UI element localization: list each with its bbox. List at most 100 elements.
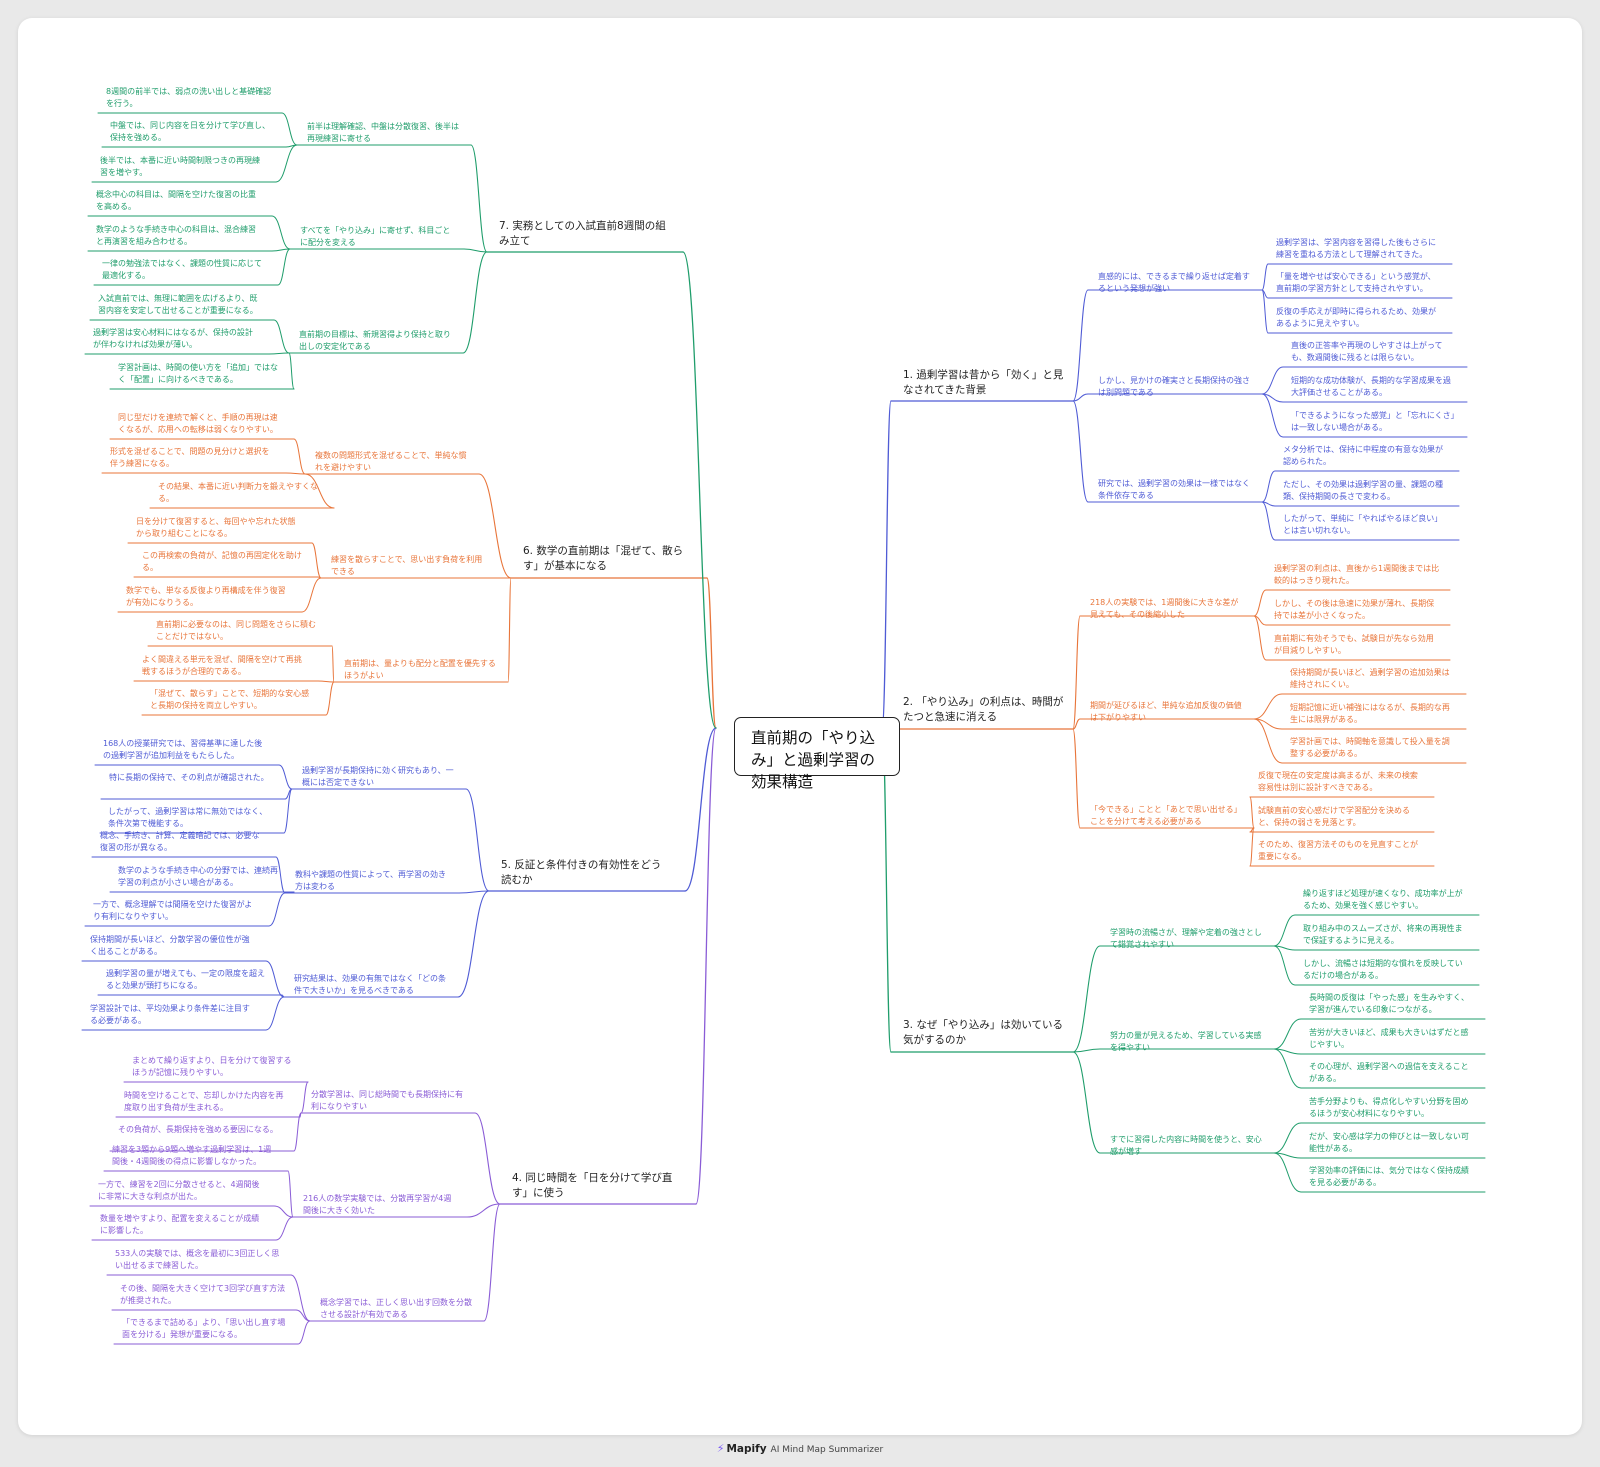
leaf-7-3-3[interactable]: 学習計画は、時間の使い方を「追加」ではなく「配置」に向けるべきである。 — [118, 363, 278, 384]
leaf-2-1-2[interactable]: しかし、その後は急速に効果が薄れ、長期保持では差が小さくなった。 — [1274, 599, 1435, 620]
connector-line — [300, 1081, 309, 1114]
leaf-3-1-3[interactable]: しかし、流暢さは短期的な慣れを反映しているだけの場合がある。 — [1303, 959, 1463, 980]
leaf-5-2-1[interactable]: 概念、手続き、計算、定義暗記では、必要な復習の形が異なる。 — [100, 831, 260, 852]
connector-line — [474, 1112, 501, 1205]
main-topic-7[interactable]: 7. 実務としての入試直前8週間の組み立て — [499, 220, 666, 248]
leaf-3-2-2[interactable]: 苦労が大きいほど、成果も大きいはずだと感じやすい。 — [1309, 1028, 1469, 1049]
leaf-2-3-3[interactable]: そのため、復習方法そのものを見直すことが重要になる。 — [1258, 840, 1418, 861]
leaf-5-1-1[interactable]: 168人の授業研究では、習得基準に達した後の過剰学習が追加利益をもたらした。 — [103, 739, 263, 760]
leaf-4-1-3[interactable]: その負荷が、長期保持を強める要因になる。 — [118, 1125, 278, 1134]
leaf-7-1-3[interactable]: 後半では、本番に近い時間制限つきの再現練習を増やす。 — [100, 156, 260, 177]
leaf-6-3-3[interactable]: 「混ぜて、散らす」ことで、短期的な安心感と長期の保持を両立しやすい。 — [150, 689, 310, 710]
main-topic-6[interactable]: 6. 数学の直前期は「混ぜて、散らす」が基本になる — [523, 545, 684, 573]
leaf-2-3-1[interactable]: 反復で現在の安定度は高まるが、未来の検索容易性は別に設計すべきである。 — [1258, 771, 1418, 792]
connector-line — [682, 251, 717, 729]
subtopic-3-2[interactable]: 努力の量が見えるため、学習している実感を得やすい — [1110, 1031, 1262, 1052]
leaf-7-1-2[interactable]: 中盤では、同じ内容を日を分けて学び直し、保持を強める。 — [110, 121, 270, 142]
subtopic-3-3[interactable]: すでに習得した内容に時間を使うと、安心感が増す — [1110, 1135, 1262, 1156]
leaf-3-3-1[interactable]: 苦手分野よりも、得点化しやすい分野を固めるほうが安心材料になりやすい。 — [1309, 1097, 1469, 1118]
leaf-2-2-3[interactable]: 学習計画では、時間軸を意識して投入量を調整する必要がある。 — [1290, 737, 1450, 758]
leaf-1-1-1[interactable]: 過剰学習は、学習内容を習得した後もさらに練習を重ねる方法として理解されてきた。 — [1276, 238, 1436, 259]
connector-line — [293, 1112, 302, 1152]
leaf-3-3-3[interactable]: 学習効率の評価には、気分ではなく保持成績を見る必要がある。 — [1309, 1166, 1469, 1187]
leaf-7-2-3[interactable]: 一律の勉強法ではなく、課題の性質に応じて最適化する。 — [102, 259, 262, 280]
subtopic-5-2[interactable]: 教科や課題の性質によって、再学習の効き方は変わる — [295, 870, 446, 891]
leaf-4-2-3[interactable]: 数量を増やすより、配置を変えることが成績に影響した。 — [100, 1214, 260, 1235]
subtopic-3-1[interactable]: 学習時の流暢さが、理解や定着の強さとして錯覚されやすい — [1110, 928, 1262, 949]
leaf-1-3-1[interactable]: メタ分析では、保持に中程度の有意な効果が認められた。 — [1283, 445, 1443, 466]
leaf-6-3-1[interactable]: 直前期に必要なのは、同じ問題をさらに積むことだけではない。 — [156, 620, 316, 641]
subtopic-7-3[interactable]: 直前期の目標は、新規習得より保持と取り出しの安定化である — [299, 330, 451, 351]
leaf-5-2-2[interactable]: 数学のような手続き中心の分野では、連続再学習の利点が小さい場合がある。 — [118, 866, 278, 887]
leaf-4-2-2[interactable]: 一方で、練習を2回に分散させると、4週間後に非常に大きな利点が出た。 — [98, 1180, 260, 1201]
leaf-7-3-1[interactable]: 入試直前では、無理に範囲を広げるより、既習内容を安定して出せることが重要になる。 — [98, 294, 258, 315]
leaf-7-2-1[interactable]: 概念中心の科目は、間隔を空けた復習の比重を高める。 — [96, 190, 256, 211]
leaf-7-3-2[interactable]: 過剰学習は安心材料にはなるが、保持の設計が伴わなければ効果が薄い。 — [93, 328, 253, 349]
leaf-7-2-2[interactable]: 数学のような手続き中心の科目は、混合練習と再演習を組み合わせる。 — [96, 225, 256, 246]
subtopic-4-3[interactable]: 概念学習では、正しく思い出す回数を分散させる設計が有効である — [320, 1298, 472, 1319]
subtopic-6-3[interactable]: 直前期は、量よりも配分と配置を優先するほうがよい — [344, 659, 496, 680]
leaf-2-2-1[interactable]: 保持期間が長いほど、過剰学習の追加効果は維持されにくい。 — [1290, 668, 1450, 689]
leaf-5-2-3[interactable]: 一方で、概念理解では間隔を空けた復習がより有利になりやすい。 — [93, 900, 253, 921]
leaf-7-1-1[interactable]: 8週間の前半では、弱点の洗い出しと基礎確認を行う。 — [106, 87, 272, 108]
leaf-4-3-2[interactable]: その後、間隔を大きく空けて3回学び直す方法が推奨された。 — [120, 1284, 286, 1305]
main-topic-4[interactable]: 4. 同じ時間を「日を分けて学び直す」に使う — [512, 1172, 673, 1200]
leaf-4-1-1[interactable]: まとめて繰り返すより、日を分けて復習するほうが記憶に残りやすい。 — [132, 1056, 292, 1077]
leaf-1-2-3[interactable]: 「できるようになった感覚」と「忘れにくさ」は一致しない場合がある。 — [1291, 411, 1455, 432]
leaf-6-1-2[interactable]: 形式を混ぜることで、問題の見分けと選択を伴う練習になる。 — [110, 447, 270, 468]
leaf-6-2-3[interactable]: 数学でも、単なる反復より再構成を伴う復習が有効になりうる。 — [126, 586, 286, 607]
subtopic-5-3[interactable]: 研究結果は、効果の有無ではなく「どの条件で大きいか」を見るべきである — [294, 974, 446, 995]
subtopic-2-2[interactable]: 期間が延びるほど、単純な追加反復の価値は下がりやすい — [1090, 701, 1242, 722]
subtopic-1-1[interactable]: 直感的には、できるまで繰り返せば定着するという発想が強い — [1098, 272, 1250, 293]
subtopic-7-2[interactable]: すべてを「やり込み」に寄せず、科目ごとに配分を変える — [300, 226, 451, 247]
leaf-3-2-1[interactable]: 長時間の反復は「やった感」を生みやすく、学習が進んでいる印象につながる。 — [1309, 993, 1469, 1014]
leaf-5-3-2[interactable]: 過剰学習の量が増えても、一定の限度を超えると効果が頭打ちになる。 — [106, 969, 265, 990]
leaf-1-3-2[interactable]: ただし、その効果は過剰学習の量、課題の種類、保持期間の長さで変わる。 — [1283, 480, 1443, 501]
subtopic-2-1[interactable]: 218人の実験では、1週間後に大きな差が見えても、その後縮小した — [1090, 598, 1239, 619]
subtopic-7-1[interactable]: 前半は理解確認、中盤は分散復習、後半は再現練習に寄せる — [307, 122, 459, 143]
main-topic-3[interactable]: 3. なぜ「やり込み」は効いている気がするのか — [903, 1019, 1064, 1047]
leaf-6-1-3[interactable]: その結果、本番に近い判断力を鍛えやすくなる。 — [158, 482, 318, 503]
subtopic-6-2[interactable]: 練習を散らすことで、思い出す負荷を利用できる — [331, 555, 483, 576]
leaf-6-2-2[interactable]: この再検索の負荷が、記憶の再固定化を助ける。 — [142, 551, 302, 572]
leaf-1-2-1[interactable]: 直後の正答率や再現のしやすさは上がっても、数週間後に残るとは限らない。 — [1291, 341, 1443, 362]
leaf-4-2-1[interactable]: 練習を3題から9題へ増やす過剰学習は、1週間後・4週間後の得点に影響しなかった。 — [112, 1145, 272, 1166]
leaf-2-3-2[interactable]: 試験直前の安心感だけで学習配分を決めると、保持の弱さを見落とす。 — [1258, 806, 1410, 827]
subtopic-4-2[interactable]: 216人の数学実験では、分散再学習が4週間後に大きく効いた — [303, 1194, 452, 1215]
subtopic-6-1[interactable]: 複数の問題形式を混ぜることで、単純な慣れを避けやすい — [315, 451, 467, 472]
leaf-5-3-1[interactable]: 保持期間が長いほど、分散学習の優位性が強く出ることがある。 — [90, 935, 250, 956]
main-topic-1[interactable]: 1. 過剰学習は昔から「効く」と見なされてきた背景 — [903, 369, 1064, 397]
leaf-3-1-2[interactable]: 取り組み中のスムーズさが、将来の再現性まで保証するように見える。 — [1303, 924, 1463, 945]
leaf-5-1-3[interactable]: したがって、過剰学習は常に無効ではなく、条件次第で機能する。 — [108, 807, 268, 828]
leaf-1-1-2[interactable]: 「量を増やせば安心できる」という感覚が、直前期の学習方針として支持されやすい。 — [1276, 272, 1436, 293]
leaf-1-3-3[interactable]: したがって、単純に「やればやるほど良い」とは言い切れない。 — [1283, 514, 1443, 535]
connector-line — [271, 215, 291, 250]
leaf-2-1-1[interactable]: 過剰学習の利点は、直後から1週間後までは比較的はっきり現れた。 — [1274, 564, 1440, 585]
leaf-4-3-1[interactable]: 533人の実験では、概念を最初に3回正しく思い出せるまで練習した。 — [115, 1249, 280, 1270]
leaf-3-3-2[interactable]: だが、安心感は学力の伸びとは一致しない可能性がある。 — [1309, 1132, 1469, 1153]
leaf-6-1-1[interactable]: 同じ型だけを連続で解くと、手順の再現は速くなるが、応用への転移は弱くなりやすい。 — [118, 413, 278, 434]
root-topic[interactable]: 直前期の「やり込み」と過剰学習の効果構造 — [734, 717, 900, 791]
leaf-6-3-2[interactable]: よく間違える単元を混ぜ、間隔を空けて再挑戦するほうが合理的である。 — [142, 655, 302, 676]
subtopic-1-2[interactable]: しかし、見かけの確実さと長期保持の強さは別問題である — [1098, 376, 1250, 397]
leaf-5-1-2[interactable]: 特に長期の保持で、その利点が確認された。 — [109, 773, 269, 782]
leaf-1-1-3[interactable]: 反復の手応えが即時に得られるため、効果があるように見えやすい。 — [1276, 307, 1436, 328]
leaf-4-1-2[interactable]: 時間を空けることで、忘却しかけた内容を再度取り出す負荷が生まれる。 — [124, 1091, 284, 1112]
main-topic-5[interactable]: 5. 反証と条件付きの有効性をどう読むか — [501, 859, 662, 887]
subtopic-5-1[interactable]: 過剰学習が長期保持に効く研究もあり、一概には否定できない — [302, 766, 454, 787]
connector-line — [684, 727, 717, 892]
connector-line — [273, 319, 290, 354]
leaf-3-1-1[interactable]: 繰り返すほど処理が速くなり、成功率が上がるため、効果を強く感じやすい。 — [1303, 889, 1463, 910]
leaf-1-2-2[interactable]: 短期的な成功体験が、長期的な学習成果を過大評価させることがある。 — [1291, 376, 1451, 397]
leaf-5-3-3[interactable]: 学習設計では、平均効果より条件差に注目する必要がある。 — [90, 1004, 250, 1025]
leaf-3-2-3[interactable]: その心理が、過剰学習への過信を支えることがある。 — [1309, 1062, 1469, 1083]
subtopic-4-1[interactable]: 分散学習は、同じ総時間でも長期保持に有利になりやすい — [311, 1090, 463, 1111]
subtopic-2-3[interactable]: 「今できる」ことと「あとで思い出せる」ことを分けて考える必要がある — [1090, 805, 1242, 826]
main-topic-2[interactable]: 2. 「やり込み」の利点は、時間がたつと急速に消える — [903, 696, 1064, 724]
leaf-4-3-3[interactable]: 「できるまで詰める」より、「思い出し直す場面を分ける」発想が重要になる。 — [122, 1318, 286, 1339]
leaf-2-2-2[interactable]: 短期記憶に近い補強にはなるが、長期的な再生には限界がある。 — [1290, 703, 1450, 724]
connector-line — [277, 248, 291, 286]
subtopic-1-3[interactable]: 研究では、過剰学習の効果は一様ではなく条件依存である — [1098, 479, 1250, 500]
leaf-2-1-3[interactable]: 直前期に有効そうでも、試験日が先なら効用が目減りしやすい。 — [1274, 634, 1434, 655]
leaf-6-2-1[interactable]: 日を分けて復習すると、毎回やや忘れた状態から取り組むことになる。 — [136, 517, 296, 538]
